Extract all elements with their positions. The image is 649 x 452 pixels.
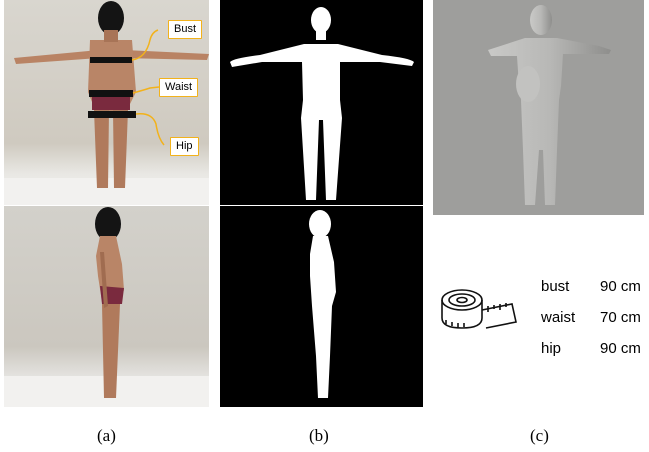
hip-measurement-label: hip (541, 340, 561, 358)
caption-a: (a) (97, 426, 116, 446)
front-silhouette (220, 0, 423, 205)
bust-callout: Bust (168, 20, 202, 39)
side-silhouette (220, 206, 423, 407)
measuring-tape-icon (436, 284, 522, 340)
side-person-figure (4, 206, 209, 407)
side-silhouette-shape (220, 206, 423, 407)
hip-band (88, 111, 136, 118)
side-photo (4, 206, 209, 407)
hip-measurement-value: 90 cm (600, 340, 641, 358)
caption-b: (b) (309, 426, 329, 446)
waist-measurement-label: waist (541, 309, 575, 327)
waist-measurement-value: 70 cm (600, 309, 641, 327)
3d-body-figure (433, 0, 644, 215)
front-silhouette-shape (220, 0, 423, 205)
caption-c: (c) (530, 426, 549, 446)
hip-callout: Hip (170, 137, 199, 156)
waist-callout: Waist (159, 78, 198, 97)
waist-band (89, 90, 133, 97)
bust-measurement-label: bust (541, 278, 569, 296)
front-photo: Bust Waist Hip (4, 0, 209, 205)
bust-band (90, 57, 132, 63)
3d-body-model (433, 0, 644, 215)
bust-measurement-value: 90 cm (600, 278, 641, 296)
